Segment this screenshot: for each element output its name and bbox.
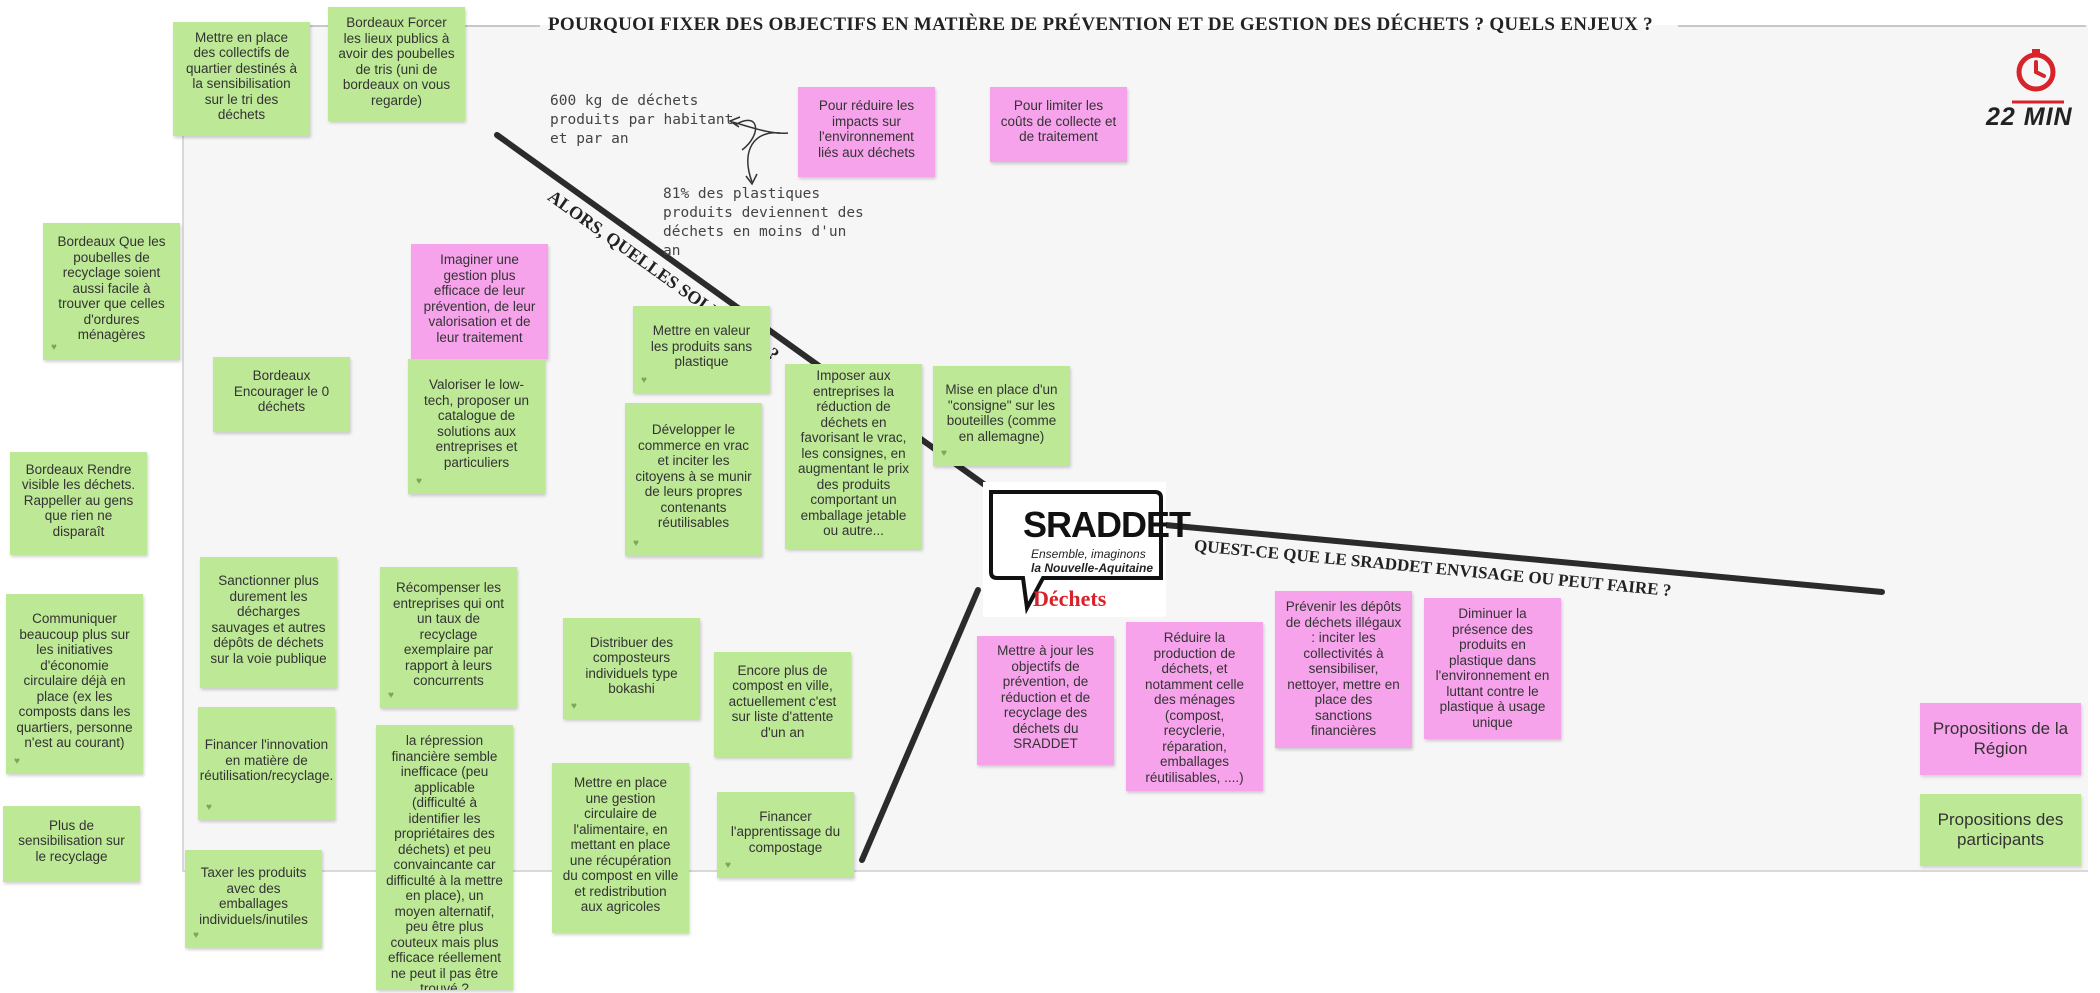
sticky-note-participant[interactable]: Développer le commerce en vrac et incite… [625, 403, 762, 556]
sticky-note-region[interactable]: Pour limiter les coûts de collecte et de… [990, 87, 1127, 162]
sticky-note-participant[interactable]: Imposer aux entreprises la réduction de … [785, 364, 922, 549]
logo-category: Déchets [1033, 586, 1107, 611]
sticky-note-participant[interactable]: la répression financière semble ineffica… [376, 725, 513, 990]
arrow-to-stat-1 [731, 121, 789, 134]
sticky-note-region[interactable]: Mettre à jour les objectifs de préventio… [977, 636, 1114, 765]
sticky-note-participant[interactable]: Communiquer beaucoup plus sur les initia… [6, 594, 143, 774]
sticky-note-participant[interactable]: Bordeaux Encourager le 0 déchets [213, 357, 350, 432]
sticky-note-participant[interactable]: Bordeaux Rendre visible les déchets. Rap… [10, 452, 147, 555]
heart-icon[interactable]: ♥ [725, 859, 731, 871]
handwritten-stat-1: 600 kg de déchets produits par habitant … [550, 93, 734, 147]
sticky-note-participant[interactable]: Récompenser les entreprises qui ont un t… [380, 567, 517, 708]
sticky-note-region[interactable]: Imaginer une gestion plus efficace de le… [411, 244, 548, 359]
heart-icon[interactable]: ♥ [416, 475, 422, 487]
heart-icon[interactable]: ♥ [388, 689, 394, 701]
sticky-note-participant[interactable]: Bordeaux Forcer les lieux publics à avoi… [328, 7, 465, 121]
sticky-note-region[interactable]: Prévenir les dépôts de déchets illégaux … [1275, 591, 1412, 748]
sticky-note-participant[interactable]: Valoriser le low-tech, proposer un catal… [408, 359, 545, 494]
stopwatch-icon [2012, 49, 2064, 104]
sticky-note-participant[interactable]: Bordeaux Que les poubelles de recyclage … [43, 223, 180, 360]
heart-icon[interactable]: ♥ [571, 700, 577, 712]
sticky-note-region[interactable]: Diminuer la présence des produits en pla… [1424, 598, 1561, 739]
board-title: POURQUOI FIXER DES OBJECTIFS EN MATIÈRE … [548, 14, 1653, 35]
sticky-note-participant[interactable]: Financer l'innovation en matière de réut… [198, 707, 335, 820]
heart-icon[interactable]: ♥ [641, 374, 647, 386]
sticky-note-participant[interactable]: Mettre en valeur les produits sans plast… [633, 306, 770, 393]
title-rule-right [1678, 25, 2086, 27]
sticky-note-participant[interactable]: Taxer les produits avec des emballages i… [185, 850, 322, 948]
heart-icon[interactable]: ♥ [51, 341, 57, 353]
logo-tagline-1: Ensemble, imaginons [1031, 547, 1146, 561]
logo-speech-bubble [989, 490, 1163, 615]
sticky-note-participant[interactable]: Mise en place d'un "consigne" sur les bo… [933, 366, 1070, 466]
sticky-note-participant[interactable]: Financer l'apprentissage du compostage♥ [717, 792, 854, 878]
sticky-note-region[interactable]: Réduire la production de déchets, et not… [1126, 622, 1263, 791]
sticky-note-region[interactable]: Pour réduire les impacts sur l'environne… [798, 87, 935, 177]
sticky-note-participant[interactable]: Mettre en place une gestion circulaire d… [552, 763, 689, 933]
sraddet-logo: SRADDET Ensemble, imaginons la Nouvelle-… [983, 482, 1191, 617]
arrow-head-1 [728, 116, 741, 128]
logo-wordmark: SRADDET [1023, 504, 1191, 545]
heart-icon[interactable]: ♥ [941, 447, 947, 459]
sticky-note-participant[interactable]: Mettre en place des collectifs de quarti… [173, 22, 310, 136]
heart-icon[interactable]: ♥ [206, 801, 212, 813]
heart-icon[interactable]: ♥ [193, 929, 199, 941]
timer-label: 22 MIN [1986, 103, 2073, 131]
sticky-note-participant[interactable]: Sanctionner plus durement les décharges … [200, 557, 337, 688]
heart-icon[interactable]: ♥ [14, 755, 20, 767]
arrow-connector [734, 119, 757, 151]
arrow-head-2 [745, 173, 758, 186]
legend-participants: Propositions des participants [1920, 794, 2081, 866]
arrow-to-stat-2 [747, 132, 781, 183]
sticky-note-participant[interactable]: Encore plus de compost en ville, actuell… [714, 652, 851, 757]
sticky-note-participant[interactable]: Distribuer des composteurs individuels t… [563, 618, 700, 719]
logo-tagline-2: la Nouvelle-Aquitaine [1031, 561, 1154, 575]
branch-bottom-line [859, 587, 981, 863]
handwritten-stat-2: 81% des plastiques produits deviennent d… [663, 186, 864, 259]
sticky-note-participant[interactable]: Plus de sensibilisation sur le recyclage [3, 806, 140, 882]
branch-right-line [1162, 522, 1885, 595]
legend-region: Propositions de la Région [1920, 703, 2081, 775]
heart-icon[interactable]: ♥ [633, 537, 639, 549]
